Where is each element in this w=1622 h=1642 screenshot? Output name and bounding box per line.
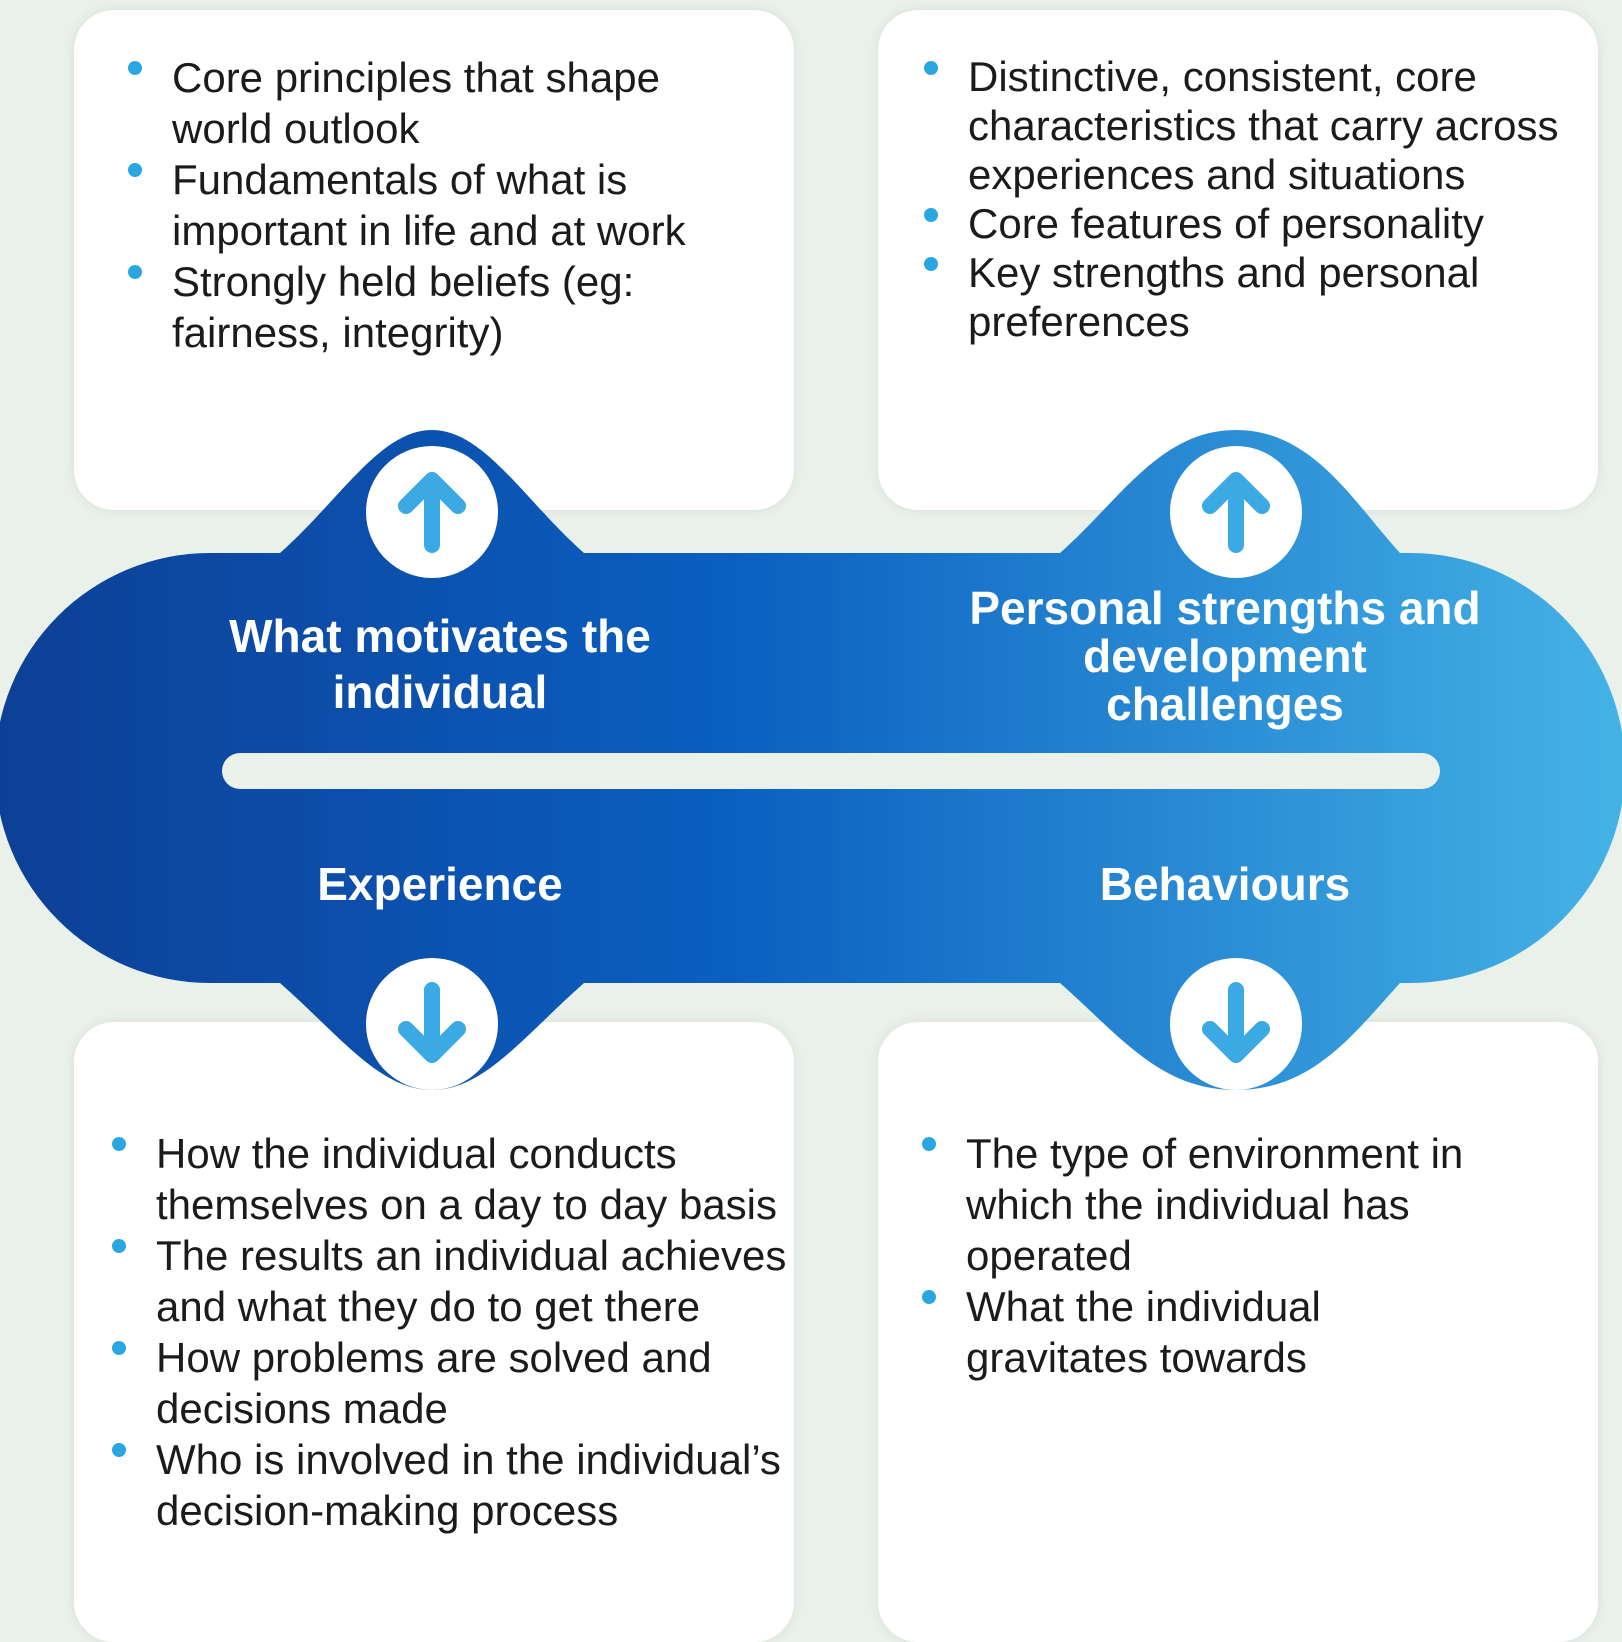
bullet-dot-icon (128, 61, 142, 75)
list-item: Who is involved in the individual’s deci… (108, 1434, 808, 1536)
bullet-list-experience: How the individual conducts themselves o… (108, 1128, 808, 1536)
bullet-dot-icon (112, 1239, 126, 1253)
bullet-dot-icon (112, 1137, 126, 1151)
bullet-list-personal-strengths: Distinctive, consistent, core characteri… (920, 52, 1620, 346)
bullet-dot-icon (922, 1290, 936, 1304)
list-item: Core features of personality (920, 199, 1620, 248)
card-personal-strengths (878, 10, 1598, 510)
bullet-dot-icon (128, 163, 142, 177)
bullet-dot-icon (112, 1443, 126, 1457)
card-what-motivates (74, 10, 794, 510)
band-separator (222, 753, 1440, 789)
bullet-dot-icon (128, 265, 142, 279)
card-behaviours (878, 1022, 1598, 1642)
label-experience: Experience (317, 858, 563, 910)
bullet-list-what-motivates: Core principles that shape world outlook… (124, 52, 764, 358)
arrow-down-icon (1170, 958, 1302, 1090)
label-what-motivates: What motivates the individual (229, 610, 651, 718)
label-personal-strengths: Personal strengths and development chall… (969, 582, 1481, 730)
arrow-down-icon (366, 958, 498, 1090)
bullet-dot-icon (924, 257, 938, 271)
list-item: What the individual gravitates towards (918, 1281, 1478, 1383)
card-experience (74, 1022, 794, 1642)
list-item: Core principles that shape world outlook (124, 52, 764, 154)
label-behaviours: Behaviours (1099, 858, 1351, 910)
list-item: Strongly held beliefs (eg: fairness, int… (124, 256, 764, 358)
list-item: How problems are solved and decisions ma… (108, 1332, 808, 1434)
bullet-dot-icon (112, 1341, 126, 1355)
bullet-list-behaviours: The type of environment in which the ind… (918, 1128, 1478, 1383)
bullet-dot-icon (922, 1137, 936, 1151)
arrow-up-icon (366, 446, 498, 578)
list-item: Key strengths and personal preferences (920, 248, 1620, 346)
bullet-dot-icon (924, 61, 938, 75)
list-item: The results an individual achieves and w… (108, 1230, 808, 1332)
list-item: How the individual conducts themselves o… (108, 1128, 808, 1230)
bullet-dot-icon (924, 208, 938, 222)
arrow-up-icon (1170, 446, 1302, 578)
list-item: Fundamentals of what is important in lif… (124, 154, 764, 256)
list-item: Distinctive, consistent, core characteri… (920, 52, 1620, 199)
list-item: The type of environment in which the ind… (918, 1128, 1478, 1281)
